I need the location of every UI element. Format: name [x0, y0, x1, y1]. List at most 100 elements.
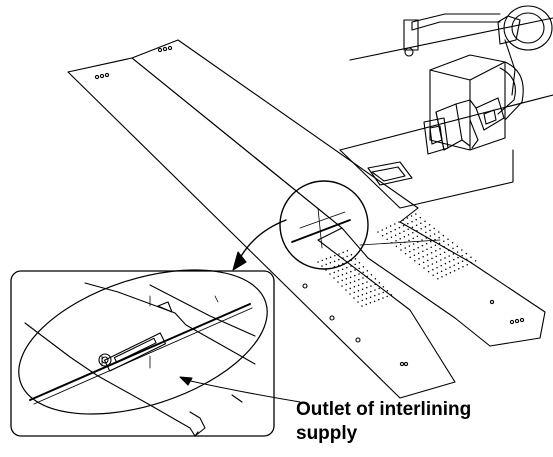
grip-dot — [445, 274, 447, 276]
grip-dot — [337, 270, 340, 272]
grip-dot — [353, 280, 356, 282]
grip-dot — [458, 268, 460, 270]
grip-dot — [429, 235, 432, 237]
grip-dot — [440, 264, 442, 267]
grip-dot — [358, 278, 360, 281]
grip-dot — [365, 298, 368, 300]
grip-dot — [407, 234, 410, 236]
grip-dot — [362, 282, 364, 285]
grip-dot — [395, 245, 398, 248]
grip-dot — [444, 262, 447, 265]
grip-dot — [378, 293, 380, 295]
grip-dot — [474, 260, 477, 262]
grip-dot — [438, 236, 440, 239]
grip-dot — [366, 275, 368, 278]
grip-dot — [409, 256, 411, 258]
grip-dot — [436, 266, 438, 269]
grip-dot — [378, 298, 380, 301]
grip-dot — [366, 286, 368, 289]
grip-dot — [357, 290, 360, 292]
grip-dot — [416, 230, 418, 232]
grip-dot — [425, 237, 427, 239]
grip-dot — [353, 291, 355, 294]
grip-dot — [418, 258, 420, 260]
grip-dot — [410, 215, 413, 217]
grip-dot — [439, 253, 442, 256]
grip-dot — [423, 267, 425, 269]
grip-dot — [349, 276, 352, 278]
grip-dot — [402, 224, 405, 227]
grip-dot — [391, 242, 393, 244]
grip-dot — [353, 286, 356, 288]
grip-dot — [342, 257, 344, 259]
grip-dot — [345, 289, 347, 291]
grip-dot — [435, 255, 437, 258]
callout-label-line-2: supply — [296, 423, 358, 444]
grip-dot — [456, 251, 459, 253]
grip-dot — [370, 285, 372, 287]
grip-dot — [432, 268, 434, 271]
grip-dot — [434, 244, 437, 246]
grip-dot — [342, 251, 344, 254]
grip-dot — [453, 270, 456, 272]
grip-dot — [325, 263, 327, 266]
grip-dot — [453, 264, 455, 266]
grip-dot — [447, 244, 450, 246]
callout-label-line-1: Outlet of interlining — [296, 399, 472, 420]
magnifier-circle — [279, 180, 369, 270]
grip-dot — [412, 243, 415, 245]
callout-label: Outlet of interlining supply — [296, 398, 471, 446]
grip-dot — [369, 296, 372, 298]
grip-dot — [424, 226, 427, 228]
grip-dot — [390, 230, 392, 233]
grip-dot — [357, 295, 359, 298]
grip-dot — [334, 254, 336, 257]
grip-dot — [390, 236, 393, 238]
grip-dot — [378, 282, 381, 284]
grip-dot — [438, 231, 440, 233]
grip-dot — [374, 294, 376, 297]
grip-dot — [349, 282, 352, 284]
grip-dot — [440, 259, 442, 261]
grip-dot — [354, 269, 356, 271]
grip-dot — [404, 241, 406, 244]
grip-dot — [431, 263, 434, 265]
grip-dot — [461, 260, 464, 262]
grip-dot — [407, 228, 409, 230]
grip-dot — [400, 249, 402, 251]
grip-dot — [436, 272, 439, 274]
grip-dot — [365, 292, 368, 294]
grip-dot — [390, 294, 393, 296]
grip-dot — [346, 255, 348, 258]
grip-dot — [433, 227, 435, 230]
grip-dot — [443, 240, 445, 242]
grip-dot — [361, 299, 363, 302]
grip-dot — [417, 241, 419, 243]
grip-dot — [362, 271, 364, 274]
grip-dot — [345, 272, 348, 274]
grip-dot — [422, 261, 425, 264]
grip-dot — [350, 265, 352, 267]
grip-dot — [461, 249, 463, 251]
grip-dot — [425, 242, 428, 245]
grip-dot — [357, 301, 359, 303]
grip-dot — [453, 258, 455, 261]
grip-dot — [411, 226, 414, 228]
grip-dot — [358, 273, 360, 275]
grip-dot — [403, 230, 405, 232]
grip-dot — [341, 268, 344, 270]
grip-dot — [394, 228, 396, 231]
grip-dot — [429, 229, 431, 232]
grip-dot — [354, 263, 356, 266]
grip-dot — [420, 233, 423, 236]
grip-dot — [382, 286, 385, 288]
grip-dot — [338, 253, 340, 255]
grip-dot — [394, 223, 396, 225]
grip-dot — [338, 258, 340, 261]
grip-dot — [341, 279, 343, 282]
grip-dot — [386, 290, 389, 292]
grip-dot — [358, 262, 361, 264]
grip-dot — [440, 270, 443, 272]
grip-dot — [329, 256, 332, 258]
grip-dot — [365, 303, 367, 306]
